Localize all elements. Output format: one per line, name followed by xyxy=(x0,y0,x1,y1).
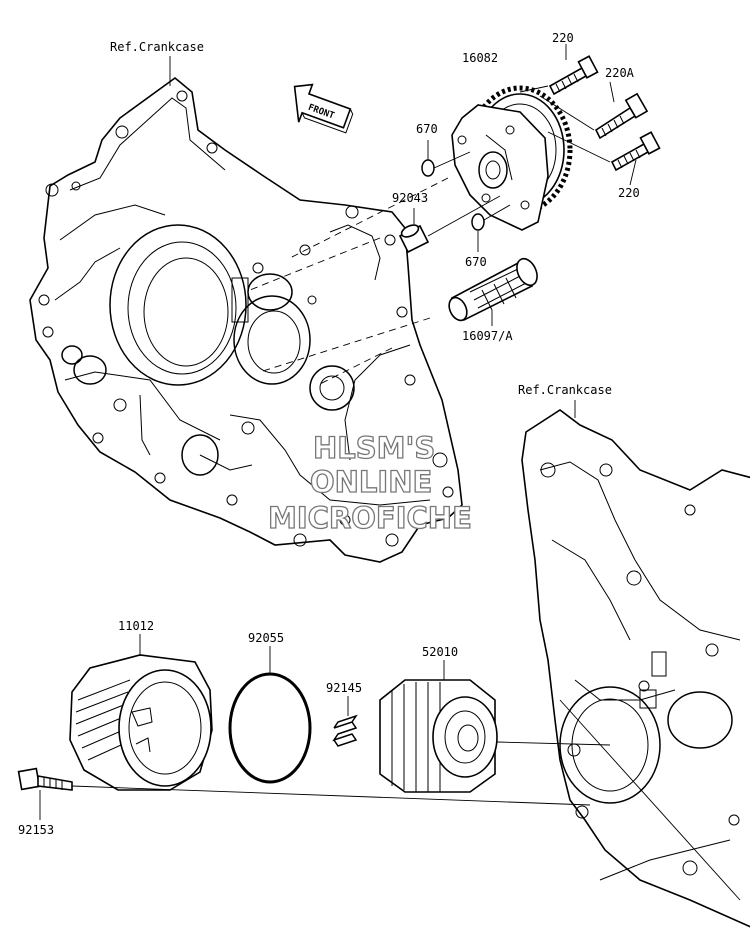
dowel-pin xyxy=(398,224,430,254)
labels: Ref.Crankcase Ref.Crankcase 16082 220 22… xyxy=(18,31,640,837)
part-92043-label: 92043 xyxy=(392,191,428,205)
part-670-top-label: 670 xyxy=(416,122,438,136)
watermark: HLSM'S ONLINE MICROFICHE xyxy=(267,430,472,535)
front-arrow-icon: FRONT xyxy=(293,83,354,134)
left-crankcase xyxy=(29,76,463,563)
oil-filter xyxy=(379,679,498,793)
watermark-line3: MICROFICHE xyxy=(268,501,472,535)
bolt-220-top xyxy=(548,55,599,96)
cover-bolt xyxy=(17,767,73,791)
right-crankcase xyxy=(521,409,750,928)
ref-crankcase-top-label: Ref.Crankcase xyxy=(110,40,204,54)
part-16082-label: 16082 xyxy=(462,51,498,65)
oil-strainer xyxy=(448,257,538,322)
part-52010-label: 52010 xyxy=(422,645,458,659)
oring-670-bottom xyxy=(471,213,485,231)
oring-92055 xyxy=(228,672,312,784)
bolt-220a xyxy=(594,92,649,140)
part-11012-label: 11012 xyxy=(118,619,154,633)
oil-pump-sprocket xyxy=(451,85,573,231)
part-220a-label: 220A xyxy=(605,66,635,80)
part-670-bottom-label: 670 xyxy=(465,255,487,269)
bolt-220-bottom xyxy=(610,131,661,172)
part-92153-label: 92153 xyxy=(18,823,54,837)
watermark-line1: HLSM'S xyxy=(313,431,435,465)
part-220-top-label: 220 xyxy=(552,31,574,45)
ref-crankcase-right-label: Ref.Crankcase xyxy=(518,383,612,397)
part-92055-label: 92055 xyxy=(248,631,284,645)
part-92145-label: 92145 xyxy=(326,681,362,695)
watermark-line2: ONLINE xyxy=(310,465,432,499)
part-220-bottom-label: 220 xyxy=(618,186,640,200)
spring-92145 xyxy=(332,714,358,747)
part-16097a-label: 16097/A xyxy=(462,329,513,343)
oil-filter-cover xyxy=(69,654,213,791)
oring-670-top xyxy=(421,159,435,177)
